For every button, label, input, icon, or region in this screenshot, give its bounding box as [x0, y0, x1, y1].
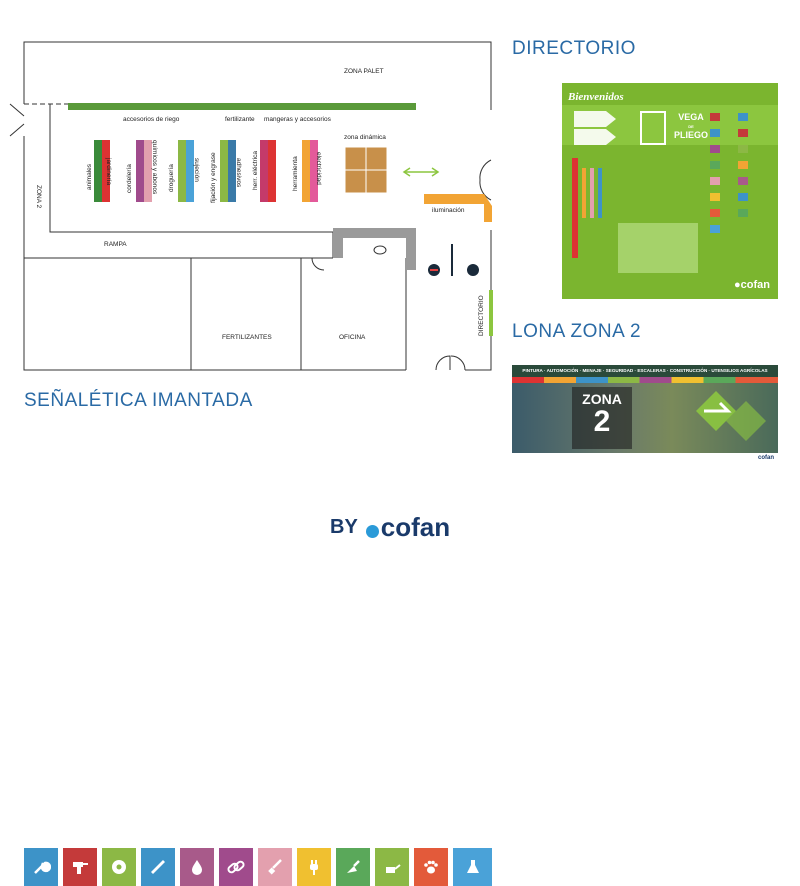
label-zona-dinamica: zona dinámica	[344, 134, 386, 141]
footer-by-cofan: BY cofan	[330, 512, 450, 542]
store-name-vega: VEGA	[678, 112, 704, 122]
title-lona-zona-2: LONA ZONA 2	[512, 321, 642, 342]
sign-ruler	[141, 848, 175, 886]
aisle-label: químicos y abonos	[151, 140, 158, 195]
banner-bottom-strip	[512, 453, 778, 461]
sign-wrench	[24, 848, 58, 886]
rack-drogueria-sujecion	[178, 140, 194, 202]
wrench-icon	[34, 861, 51, 874]
sign-drop	[180, 848, 214, 886]
title-directorio: DIRECTORIO	[512, 38, 636, 59]
sign-trowel	[336, 848, 370, 886]
directory-store-logo	[640, 111, 666, 145]
aisle-label: droguería	[168, 164, 175, 192]
rack-fijacion-adhesivos	[220, 140, 236, 202]
sign-oil-can	[375, 848, 409, 886]
aisle-label: adhesivos	[235, 158, 242, 188]
directory-icon-list	[710, 113, 774, 263]
drop-icon	[192, 860, 202, 875]
banner-lona: PINTURA · AUTOMOCIÓN · MENAJE · SEGURIDA…	[512, 365, 778, 461]
saw-blade-icon	[112, 860, 126, 874]
directory-brand: ●cofan	[734, 279, 770, 291]
banner-zona-number: 2	[593, 405, 611, 438]
banner-diamond-icon	[696, 391, 766, 441]
sign-saw-blade	[102, 848, 136, 886]
sign-paw	[414, 848, 448, 886]
drill-icon	[73, 862, 88, 874]
label-zona-2: ZONA 2	[35, 185, 42, 209]
title-senaletica: SEÑALÉTICA IMANTADA	[24, 390, 253, 411]
directory-floor-mini	[618, 223, 698, 273]
rack-herr-electrica-herramienta	[260, 140, 276, 202]
footer-brand: cofan	[380, 511, 451, 542]
aisle-label: herramienta	[292, 156, 299, 191]
label-accesorios-riego: accesorios de riego	[123, 116, 180, 123]
banner-zona-text: ZONA	[582, 391, 622, 407]
aisle-label: herr. eléctrica	[252, 150, 259, 190]
aisle-label: animales	[86, 163, 93, 190]
directory-welcome: Bienvenidos	[568, 91, 624, 103]
floor-plan: ZONA PALET accesorios de riego fertiliza…	[0, 0, 500, 380]
rack-animales-jardineria	[94, 140, 110, 202]
directory-map	[568, 158, 612, 268]
label-fertilizante: fertilizante	[225, 116, 255, 123]
plug-icon	[310, 860, 318, 875]
sign-chain-link	[219, 848, 253, 886]
aisle-label: electricidad	[315, 152, 322, 185]
floor-plan-walls	[9, 41, 493, 371]
label-directorio-floor: DIRECTORIO	[478, 295, 485, 336]
trowel-icon	[347, 860, 360, 873]
directory-panel: Bienvenidos VEGA DE PLIEGO ●cofan	[562, 83, 778, 299]
label-fertilizantes: FERTILIZANTES	[222, 334, 272, 341]
label-zona-palet: ZONA PALET	[344, 68, 384, 75]
chain-link-icon	[227, 860, 245, 874]
aisle-label: fijación y engrase	[210, 152, 217, 203]
label-mangeras: mangeras y accesorios	[264, 116, 331, 123]
label-oficina: OFICINA	[339, 334, 366, 341]
sign-flask	[453, 848, 492, 886]
paint-brush-icon	[268, 859, 282, 875]
label-iluminacion: iluminación	[432, 207, 465, 214]
aisle-label: jardinería	[105, 158, 112, 186]
sign-plug	[297, 848, 331, 886]
ruler-icon	[151, 860, 165, 874]
footer-by: BY	[330, 515, 358, 538]
store-name-pliego: PLIEGO	[674, 130, 709, 140]
rack-cordeleria-quimicos	[136, 140, 152, 202]
banner-zona-block: ZONA 2	[572, 387, 632, 449]
signage-strip	[24, 424, 492, 886]
store-name-de: DE	[688, 124, 694, 129]
rack-electricidad	[302, 140, 318, 202]
banner-categories: PINTURA · AUTOMOCIÓN · MENAJE · SEGURIDA…	[512, 365, 778, 377]
banner-color-strip	[512, 377, 778, 383]
banner-brand: cofan	[757, 455, 774, 461]
flask-icon	[466, 860, 479, 873]
oil-can-icon	[386, 864, 401, 873]
aisle-label: cordelería	[126, 164, 133, 193]
directory-brand-text: cofan	[740, 279, 770, 291]
directory-arrows-icon	[574, 111, 616, 145]
label-rampa: RAMPA	[104, 241, 127, 248]
cofan-logo-dot-icon	[365, 524, 379, 538]
paw-icon	[424, 860, 438, 874]
aisle-label: sujeción	[193, 158, 200, 182]
brand-dot-icon: ●	[734, 279, 741, 291]
directory-store-name: VEGA DE PLIEGO	[674, 113, 708, 140]
sign-paint-brush	[258, 848, 292, 886]
sign-drill	[63, 848, 97, 886]
